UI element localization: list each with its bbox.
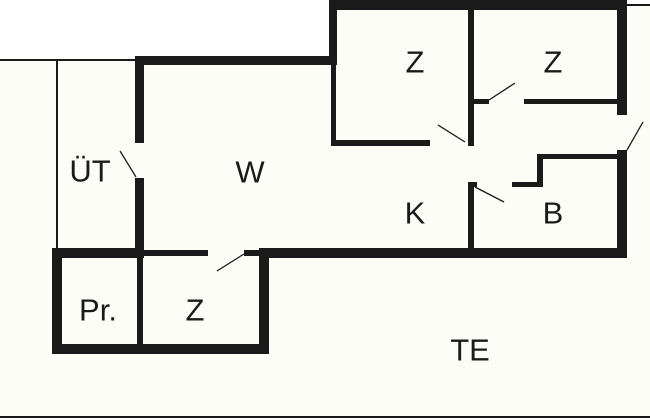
room-label-pr: Pr. bbox=[79, 293, 117, 328]
door-z-top-left[interactable] bbox=[437, 124, 466, 143]
door-z-bottom[interactable] bbox=[216, 253, 245, 272]
door-entrance-right[interactable] bbox=[626, 121, 644, 151]
room-label-w: W bbox=[235, 155, 265, 190]
room-label-te: TE bbox=[450, 333, 490, 368]
door-b[interactable] bbox=[474, 186, 505, 203]
room-label-z-bottom: Z bbox=[186, 293, 205, 328]
floor-area bbox=[0, 60, 650, 420]
room-label-z-top-right: Z bbox=[544, 45, 563, 80]
room-label-k: K bbox=[405, 196, 426, 231]
room-label-ut: ÜT bbox=[69, 154, 110, 189]
walls bbox=[52, 0, 627, 354]
door-ut[interactable] bbox=[119, 150, 137, 178]
floor-area-right bbox=[627, 5, 650, 60]
room-label-z-top-left: Z bbox=[406, 45, 425, 80]
door-z-top-right[interactable] bbox=[488, 82, 516, 101]
room-label-b: B bbox=[543, 196, 564, 231]
